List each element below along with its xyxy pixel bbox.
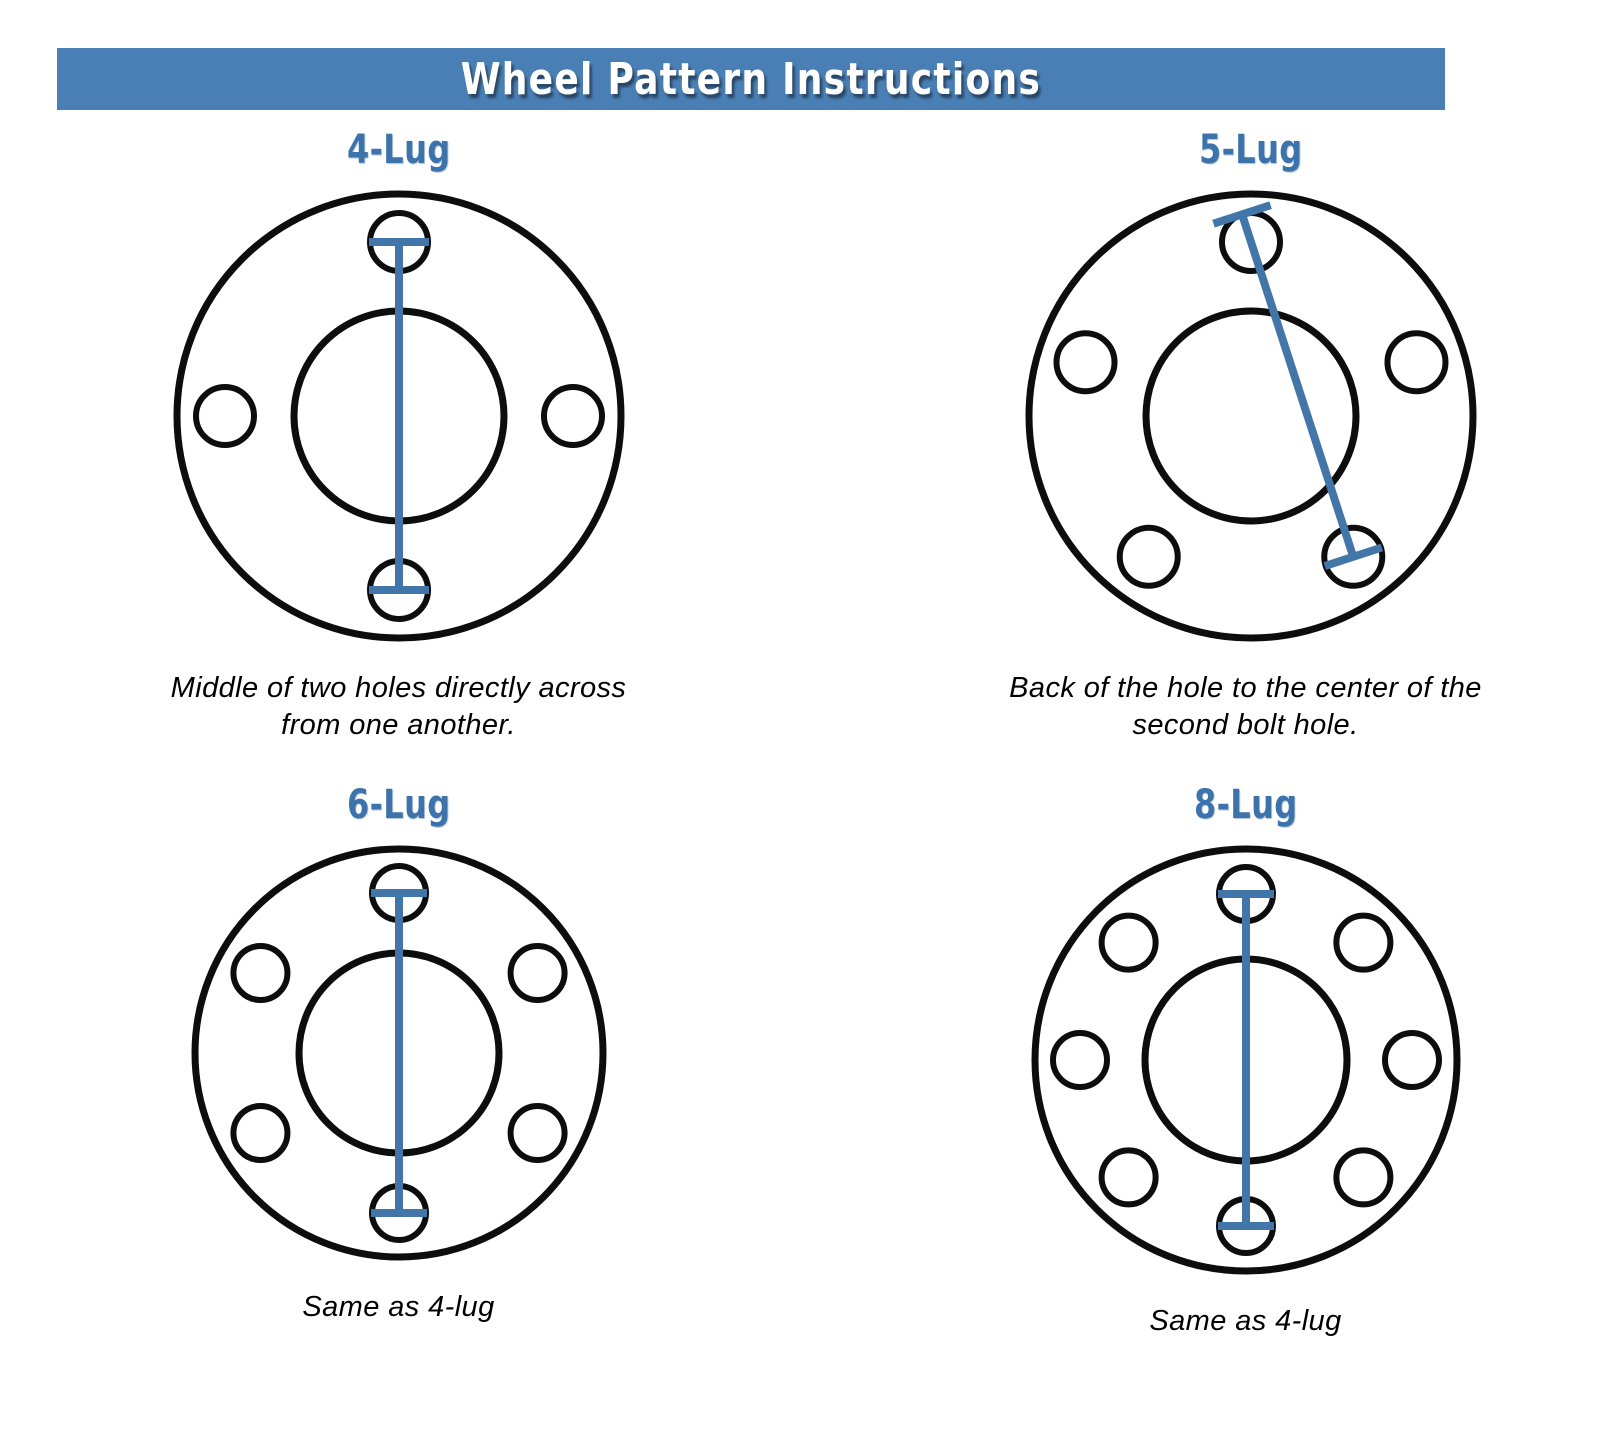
center-hub-circle [1142, 307, 1359, 525]
panel-caption-4lug: Middle of two holes directly across from… [170, 672, 627, 742]
wheel-diagram-5lug [931, 176, 1491, 656]
page-title: Wheel Pattern Instructions [460, 53, 1042, 105]
bolt-hole [1053, 330, 1118, 395]
wheel-diagram-svg-4lug [173, 190, 624, 642]
outer-rim-circle [1025, 190, 1476, 642]
panel-caption-6lug: Same as 4-lug [302, 1291, 495, 1323]
wheel-panel-8lug: 8-Lug Same as 4-lug [807, 785, 1614, 1440]
outer-rim-circle [173, 190, 624, 642]
header-banner: Wheel Pattern Instructions [57, 48, 1445, 110]
wheel-panel-4lug: 4-Lug Middle of two holes directly acros… [0, 130, 807, 785]
outer-rim-circle [1031, 845, 1460, 1275]
measurement-line-group [368, 238, 429, 594]
wheel-pattern-grid: 4-Lug Middle of two holes directly acros… [0, 130, 1614, 1440]
bolt-hole [507, 1103, 568, 1163]
bolt-hole [1332, 912, 1393, 973]
measurement-line-group [370, 889, 427, 1217]
panel-title-4lug: 4-Lug [346, 127, 451, 173]
measurement-cap-start [1211, 201, 1272, 228]
measurement-line-group [1211, 201, 1383, 570]
measurement-cap-end [1323, 543, 1383, 570]
bolt-hole [229, 943, 290, 1003]
measurement-line-group [1217, 890, 1274, 1230]
bolt-hole [1332, 1147, 1393, 1208]
bolt-hole [1381, 1030, 1442, 1090]
bolt-hole [229, 1103, 290, 1163]
panel-title-5lug: 5-Lug [1198, 127, 1303, 173]
bolt-hole [192, 384, 257, 448]
bolt-hole [540, 384, 605, 448]
outer-rim-circle [191, 845, 606, 1261]
bolt-hole [507, 943, 568, 1003]
bolt-hole [1098, 1147, 1159, 1208]
wheel-panel-5lug: 5-Lug Back of the hole to the center of … [807, 130, 1614, 785]
bolt-hole [1098, 912, 1159, 973]
panel-caption-5lug: Back of the hole to the center of the se… [1009, 672, 1482, 742]
bolt-hole [1320, 524, 1385, 589]
wheel-panel-6lug: 6-Lug Same as 4-lug [0, 785, 807, 1440]
wheel-diagram-6lug [187, 831, 621, 1275]
wheel-diagram-8lug [947, 831, 1475, 1289]
bolt-hole [1383, 330, 1448, 395]
bolt-hole [1116, 524, 1181, 589]
measurement-line [1237, 213, 1357, 559]
panel-title-6lug: 6-Lug [346, 782, 451, 828]
wheel-diagram-svg-6lug [191, 845, 606, 1261]
panel-caption-8lug: Same as 4-lug [1149, 1305, 1342, 1337]
bolt-hole [1049, 1030, 1110, 1090]
wheel-diagram-svg-8lug [1031, 845, 1460, 1275]
panel-title-8lug: 8-Lug [1193, 782, 1298, 828]
wheel-diagram-4lug [169, 176, 639, 656]
wheel-diagram-svg-5lug [1025, 190, 1476, 642]
